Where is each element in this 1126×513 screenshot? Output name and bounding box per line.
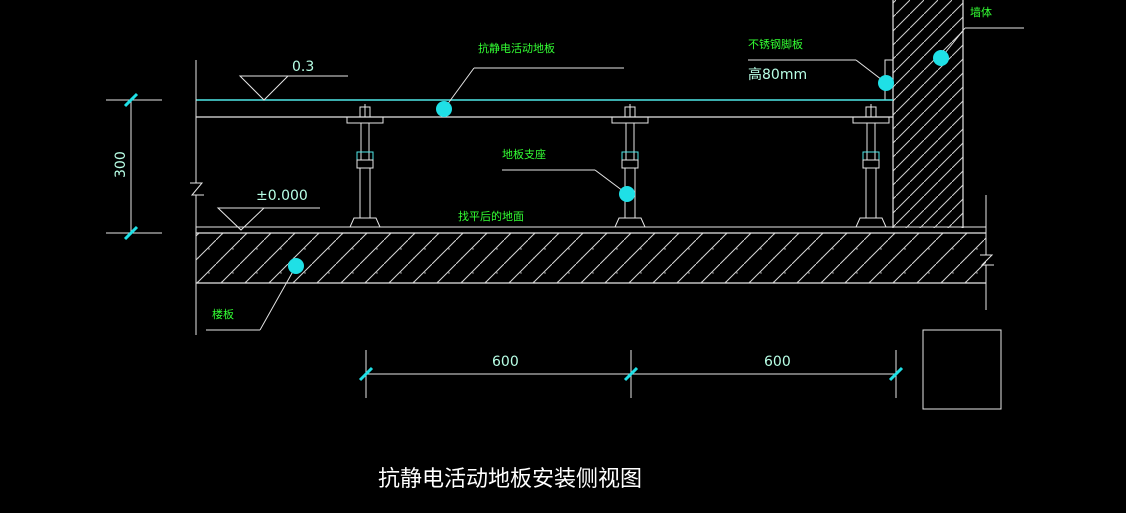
skirting-height-label: 高80mm	[748, 66, 807, 83]
callout-floor-panel: 抗静电活动地板	[436, 41, 624, 117]
callout-marker-icon	[288, 258, 304, 274]
level-triangle-icon	[216, 207, 266, 231]
span-dimension: 600 600	[358, 350, 904, 398]
callout-support: 地板支座	[502, 147, 635, 202]
callout-skirting: 不锈钢脚板 高80mm	[748, 37, 894, 91]
level-symbol-ground: ±0.000	[216, 188, 320, 231]
dimension-tick-icon	[358, 366, 374, 382]
pedestal-support-1	[345, 104, 385, 228]
ground-level-value: ±0.000	[256, 188, 308, 204]
height-dimension-value: 300	[113, 151, 129, 178]
span-right-value: 600	[764, 354, 791, 370]
pedestal-support-3	[851, 104, 891, 228]
left-break-line	[190, 60, 204, 335]
wall-label: 墙体	[970, 5, 992, 19]
title-block-box	[922, 329, 1002, 410]
dimension-tick-icon	[123, 225, 139, 241]
level-symbol-floor-top: 0.3	[238, 59, 348, 101]
callout-marker-icon	[436, 101, 452, 117]
span-left-value: 600	[492, 354, 519, 370]
callout-marker-icon	[619, 186, 635, 202]
floor-top-level-value: 0.3	[292, 59, 314, 75]
callout-marker-icon	[933, 50, 949, 66]
drawing-title: 抗静电活动地板安装侧视图	[378, 467, 642, 492]
dimension-tick-icon	[888, 366, 904, 382]
height-dimension: 300	[106, 92, 162, 241]
level-triangle-icon	[238, 75, 290, 101]
leveled-ground-label: 找平后的地面	[458, 209, 524, 223]
callout-marker-icon	[878, 75, 894, 91]
floor-panel-label: 抗静电活动地板	[478, 41, 555, 55]
dimension-tick-icon	[123, 92, 139, 108]
wall	[892, 0, 964, 228]
slab-label: 楼板	[212, 307, 234, 321]
pedestal-support-2	[610, 104, 650, 228]
dimension-tick-icon	[623, 366, 639, 382]
floor-panel	[196, 99, 893, 118]
right-break-line	[980, 195, 994, 310]
floor-slab	[196, 226, 986, 284]
skirting-label: 不锈钢脚板	[748, 37, 803, 51]
support-label: 地板支座	[502, 147, 546, 161]
callout-slab: 楼板	[206, 258, 304, 331]
callout-wall: 墙体	[933, 5, 1024, 66]
